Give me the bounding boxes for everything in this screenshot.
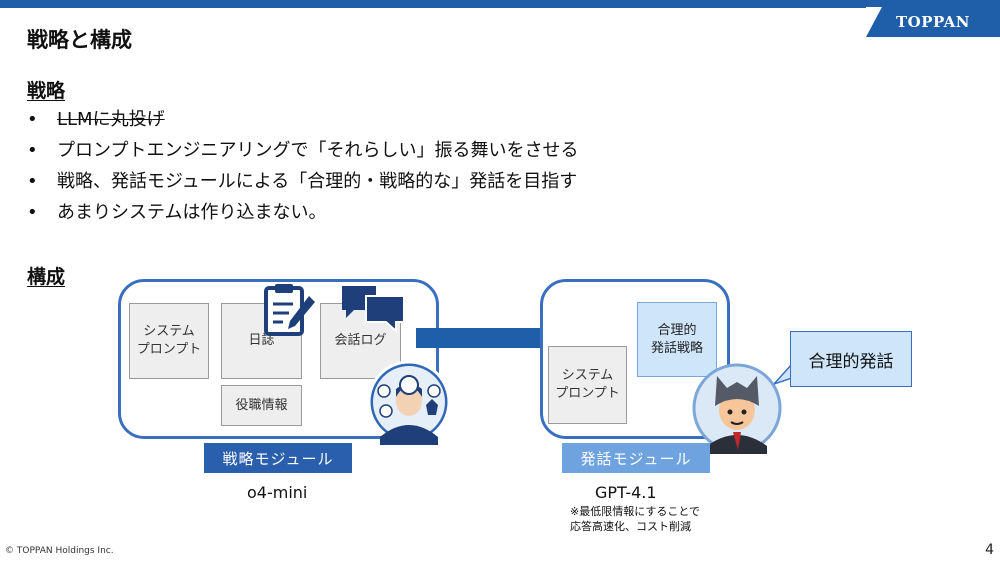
brand-logo-corner (866, 7, 882, 37)
bullet-item: • あまりシステムは作り込まない。 (27, 197, 578, 228)
wolf-person-avatar-icon (692, 363, 782, 454)
bullet-text: 戦略、発話モジュールによる「合理的・戦略的な」発話を目指す (57, 171, 578, 192)
config-heading: 構成 (27, 266, 66, 288)
speech-model-name: GPT-4.1 (595, 483, 657, 502)
strategy-bullet-list: •LLMに丸投げ •プロンプトエンジニアリングで「それらしい」振る舞いをさせる … (27, 104, 578, 228)
bullet-dot: • (27, 109, 38, 130)
bullet-dot: • (27, 171, 38, 192)
speech-module-note: ※最低限情報にすることで 応答高速化、コスト削減 (570, 505, 700, 533)
thinking-person-avatar-icon (367, 360, 451, 445)
speech-module-label: 発話モジュール (562, 443, 710, 473)
bullet-item: • LLMに丸投げ (27, 104, 578, 135)
bullet-text: プロンプトエンジニアリングで「それらしい」振る舞いをさせる (57, 140, 579, 161)
strategy-heading: 戦略 (27, 80, 66, 102)
bullet-dot: • (27, 140, 38, 161)
clipboard-icon (264, 284, 315, 336)
brand-logo-text: TOPPAN (895, 13, 971, 31)
top-bar (0, 0, 1000, 8)
copyright-footer: © TOPPAN Holdings Inc. (5, 546, 114, 556)
strategy-module-label: 戦略モジュール (204, 443, 352, 473)
bullet-text: LLMに丸投げ (57, 109, 165, 130)
strategy-system-prompt-box: システム プロンプト (129, 303, 209, 379)
rational-strategy-box: 合理的 発話戦略 (637, 302, 717, 377)
role-info-box: 役職情報 (221, 385, 302, 426)
bullet-text: あまりシステムは作り込まない。 (57, 202, 327, 223)
page-title: 戦略と構成 (27, 28, 132, 52)
bullet-item: • プロンプトエンジニアリングで「それらしい」振る舞いをさせる (27, 135, 578, 166)
page-number: 4 (985, 542, 994, 558)
brand-logo: TOPPAN (866, 7, 1000, 37)
bullet-dot: • (27, 202, 38, 223)
bullet-item: • 戦略、発話モジュールによる「合理的・戦略的な」発話を目指す (27, 166, 578, 197)
strategy-model-name: o4-mini (247, 483, 308, 502)
speech-system-prompt-box: システム プロンプト (548, 346, 627, 424)
chat-bubbles-icon (342, 286, 405, 334)
rational-speech-callout: 合理的発話 (790, 331, 912, 387)
